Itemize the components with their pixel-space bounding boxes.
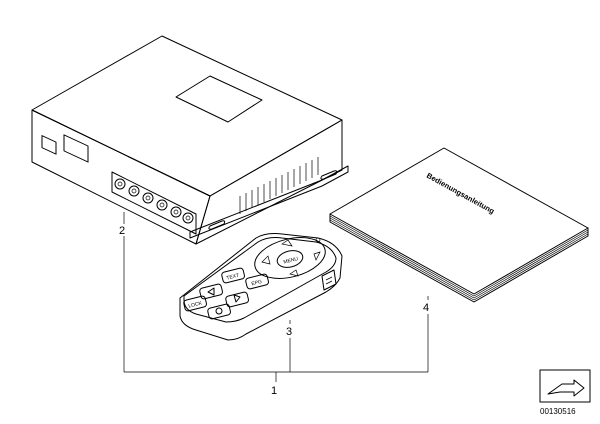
remote-epg-label: EPG xyxy=(251,279,263,287)
remote-lock-label: LOCK xyxy=(188,300,203,309)
flange-slot-right xyxy=(320,170,338,180)
remote-top-face xyxy=(183,237,337,323)
remote-next-button xyxy=(225,291,249,308)
nav-left-icon xyxy=(261,255,271,265)
callout-leaders xyxy=(123,212,429,382)
manual-pages xyxy=(329,213,589,303)
nav-down-icon xyxy=(289,269,299,277)
callout-1: 1 xyxy=(271,385,277,397)
operating-manual: Bedienungsanleitung xyxy=(329,147,589,303)
manual-cover xyxy=(329,147,589,295)
receiver-unit xyxy=(31,35,349,245)
reference-number: 00130516 xyxy=(540,407,576,416)
remote-control: MENU TEXT EPG LOCK xyxy=(179,233,343,341)
remote-text-button xyxy=(221,267,245,284)
remote-epg-button xyxy=(245,273,269,290)
reference-frame xyxy=(539,369,591,403)
receiver-connector-panel xyxy=(111,171,197,235)
nav-right-icon xyxy=(313,251,321,261)
receiver-top-panel xyxy=(175,75,263,123)
remote-prev-button xyxy=(199,283,223,300)
callout-4: 4 xyxy=(423,302,429,314)
power-icon xyxy=(215,307,223,315)
remote-menu-button xyxy=(276,250,304,268)
receiver-top-face xyxy=(31,35,343,197)
flange-slot-left xyxy=(208,220,226,230)
receiver-vents xyxy=(239,157,319,214)
remote-power-button xyxy=(207,303,231,320)
antenna-connectors xyxy=(114,178,194,224)
nav-up-icon xyxy=(281,239,293,247)
remote-lock-button xyxy=(183,295,207,312)
remote-body xyxy=(179,233,343,341)
callout-2: 2 xyxy=(119,225,125,237)
arrow-right-icon xyxy=(547,379,585,397)
remote-text-label: TEXT xyxy=(226,273,240,282)
prev-arrow-icon xyxy=(207,287,215,296)
receiver-side-face xyxy=(195,119,343,245)
callout-3: 3 xyxy=(286,326,292,338)
receiver-port-small xyxy=(41,135,57,155)
receiver-port-large xyxy=(63,134,89,163)
remote-side-port xyxy=(321,269,337,291)
remote-menu-label: MENU xyxy=(283,256,299,265)
remote-nav-ring xyxy=(254,237,326,279)
next-arrow-icon xyxy=(233,294,241,303)
reference-box: 00130516 xyxy=(539,369,591,416)
remote-led xyxy=(315,237,321,243)
